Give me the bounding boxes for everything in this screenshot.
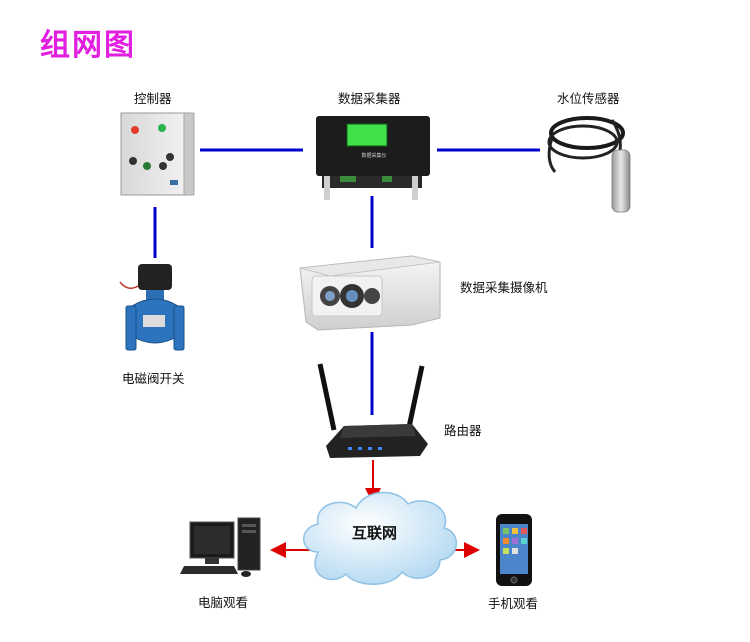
router-label: 路由器 bbox=[444, 423, 482, 438]
smartphone-icon bbox=[496, 514, 532, 586]
desktop-computer-icon bbox=[180, 517, 261, 577]
sensor-label: 水位传感器 bbox=[557, 91, 620, 106]
router-icon bbox=[317, 363, 428, 458]
camera-label: 数据采集摄像机 bbox=[460, 280, 548, 295]
page-title: 组网图 bbox=[40, 28, 136, 63]
valve-label: 电磁阀开关 bbox=[122, 371, 185, 386]
phone-label: 手机观看 bbox=[488, 596, 539, 611]
water-level-sensor-icon bbox=[547, 116, 631, 213]
pc-label: 电脑观看 bbox=[198, 595, 249, 610]
data-collector-icon bbox=[316, 116, 430, 200]
collector-label: 数据采集器 bbox=[338, 91, 401, 106]
controller-label: 控制器 bbox=[134, 91, 172, 106]
camera-icon bbox=[299, 255, 441, 331]
controller-cabinet-icon bbox=[120, 112, 195, 196]
collector-screen-label: 数据采集仪 bbox=[361, 152, 386, 159]
connection-lines bbox=[153, 148, 540, 415]
internet-label: 互联网 bbox=[352, 524, 398, 542]
solenoid-valve-icon bbox=[119, 264, 185, 351]
cloud-icon bbox=[303, 491, 458, 585]
